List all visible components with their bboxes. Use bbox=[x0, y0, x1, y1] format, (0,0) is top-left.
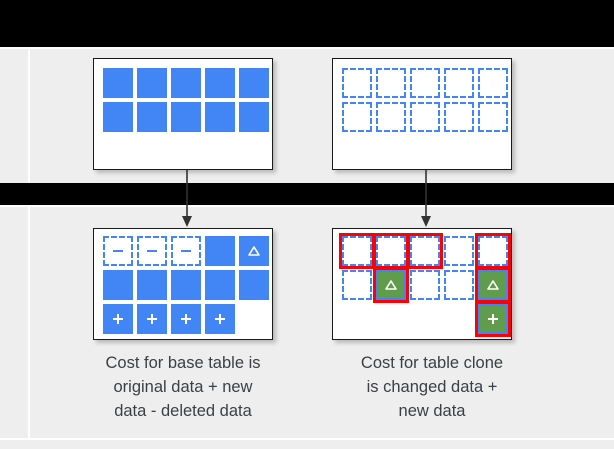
table-cell bbox=[444, 102, 474, 132]
table-clone-original-card bbox=[332, 58, 512, 170]
table-cell bbox=[475, 301, 511, 337]
table-cell bbox=[410, 68, 440, 98]
caption-table-clone: Cost for table clone is changed data + n… bbox=[360, 354, 504, 420]
table-cell bbox=[444, 236, 474, 266]
minus-icon bbox=[144, 243, 160, 259]
plus-icon bbox=[485, 311, 501, 327]
table-cell bbox=[475, 233, 511, 269]
table-cell bbox=[373, 267, 409, 303]
table-cell bbox=[205, 270, 235, 300]
table-cell bbox=[239, 102, 269, 132]
plus-icon bbox=[110, 311, 126, 327]
table-clone-modified-grid bbox=[339, 233, 511, 337]
upper-left-divider bbox=[28, 49, 30, 183]
table-cell bbox=[444, 68, 474, 98]
table-cell bbox=[205, 102, 235, 132]
arrow-down-clone bbox=[418, 170, 434, 228]
middle-black-band bbox=[0, 183, 614, 205]
table-cell bbox=[103, 236, 133, 266]
lower-left-divider bbox=[28, 207, 30, 438]
table-cell bbox=[410, 102, 440, 132]
table-cell bbox=[171, 102, 201, 132]
base-table-original-card bbox=[93, 58, 273, 170]
table-cell bbox=[171, 236, 201, 266]
table-cell bbox=[205, 68, 235, 98]
table-cell bbox=[239, 270, 269, 300]
table-cell bbox=[239, 304, 269, 334]
plus-icon bbox=[144, 311, 160, 327]
triangle-icon bbox=[485, 277, 501, 293]
table-cell bbox=[239, 68, 269, 98]
table-cell bbox=[137, 236, 167, 266]
table-clone-original-grid bbox=[342, 68, 508, 132]
table-cell bbox=[171, 304, 201, 334]
table-cell bbox=[103, 270, 133, 300]
table-cell bbox=[103, 68, 133, 98]
table-cell bbox=[137, 68, 167, 98]
plus-icon bbox=[212, 311, 228, 327]
table-cell bbox=[103, 304, 133, 334]
table-cell bbox=[478, 68, 508, 98]
table-cell bbox=[373, 233, 409, 269]
base-table-original-grid bbox=[103, 68, 269, 132]
base-table-modified-grid bbox=[103, 236, 269, 334]
table-cell bbox=[444, 304, 474, 334]
table-cell bbox=[137, 304, 167, 334]
table-cell bbox=[407, 233, 443, 269]
lower-panel-top-hairline bbox=[0, 205, 614, 207]
base-table-modified-card bbox=[93, 228, 273, 340]
table-cell bbox=[376, 304, 406, 334]
triangle-icon bbox=[383, 277, 399, 293]
table-cell bbox=[205, 236, 235, 266]
table-cell bbox=[342, 68, 372, 98]
triangle-icon bbox=[246, 243, 262, 259]
minus-icon bbox=[110, 243, 126, 259]
table-cell bbox=[103, 102, 133, 132]
table-cell bbox=[410, 270, 440, 300]
table-cell bbox=[410, 304, 440, 334]
table-cell bbox=[239, 236, 269, 266]
table-cell bbox=[137, 270, 167, 300]
table-cell bbox=[376, 68, 406, 98]
table-cell bbox=[376, 102, 406, 132]
caption-base-table: Cost for base table is original data + n… bbox=[105, 354, 261, 420]
table-cell bbox=[342, 304, 372, 334]
table-cell bbox=[342, 270, 372, 300]
plus-icon bbox=[178, 311, 194, 327]
table-cell bbox=[478, 102, 508, 132]
minus-icon bbox=[178, 243, 194, 259]
table-cell bbox=[339, 233, 375, 269]
bottom-hairline bbox=[0, 438, 614, 440]
table-cell bbox=[205, 304, 235, 334]
table-cell bbox=[137, 102, 167, 132]
arrow-down-base bbox=[179, 170, 195, 228]
table-cell bbox=[444, 270, 474, 300]
table-cell bbox=[475, 267, 511, 303]
table-cell bbox=[171, 270, 201, 300]
table-cell bbox=[342, 102, 372, 132]
table-cell bbox=[171, 68, 201, 98]
top-black-band bbox=[0, 0, 614, 47]
table-clone-modified-card bbox=[332, 228, 512, 340]
upper-panel-top-hairline bbox=[0, 47, 614, 49]
